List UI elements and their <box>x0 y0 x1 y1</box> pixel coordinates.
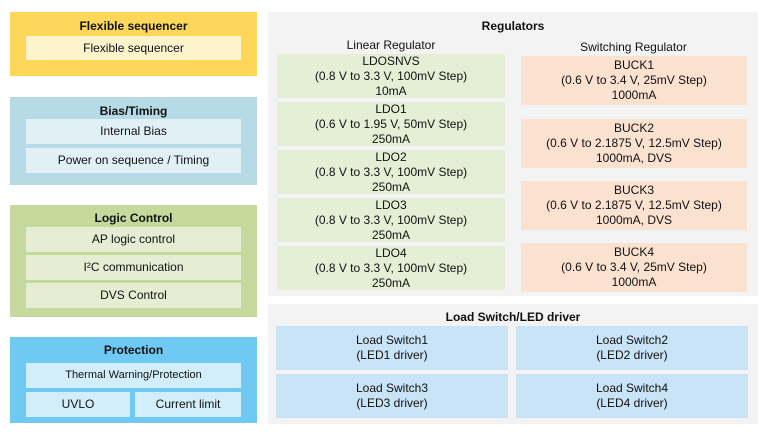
ldo-range: (0.8 V to 3.3 V, 100mV Step) <box>314 212 468 227</box>
buck-current: 1000mA <box>611 88 657 102</box>
linear-regulator-header: Linear Regulator <box>346 38 436 52</box>
thermal-warning-block: Thermal Warning/Protection <box>26 363 241 388</box>
load-switch-block-2: Load Switch2 (LED2 driver) <box>516 326 748 370</box>
load-switch-block-4: Load Switch4 (LED4 driver) <box>516 374 748 418</box>
ldo-block-ldosnvs: LDOSNVS (0.8 V to 3.3 V, 100mV Step) 10m… <box>277 54 505 98</box>
buck-range: (0.6 V to 3.4 V, 25mV Step) <box>561 260 707 274</box>
load-switch-block-3: Load Switch3 (LED3 driver) <box>276 374 508 418</box>
bias-timing-title: Bias/Timing <box>99 104 168 118</box>
load-switch-title: Load Switch/LED driver <box>445 310 581 324</box>
load-switch-sub: (LED1 driver) <box>356 348 428 362</box>
uvlo-block: UVLO <box>26 392 130 417</box>
buck-range: (0.6 V to 2.1875 V, 12.5mV Step) <box>546 198 722 212</box>
buck-name: BUCK4 <box>613 245 654 259</box>
ldo-range: (0.8 V to 3.3 V, 100mV Step) <box>314 68 468 83</box>
ldo-name: LDOSNVS <box>362 53 420 68</box>
ldo-name: LDO1 <box>375 101 407 116</box>
load-switch-name: Load Switch4 <box>595 381 669 395</box>
ldo-current: 250mA <box>371 131 411 146</box>
load-switch-panel: Load Switch/LED driver Load Switch1 (LED… <box>268 304 758 424</box>
ldo-block-ldo3: LDO3 (0.8 V to 3.3 V, 100mV Step) 250mA <box>277 198 505 242</box>
logic-control-title: Logic Control <box>94 211 173 225</box>
ldo-current: 250mA <box>371 227 411 242</box>
ldo-name: LDO4 <box>375 245 407 260</box>
buck-current: 1000mA, DVS <box>595 213 673 227</box>
current-limit-block: Current limit <box>135 392 241 417</box>
regulators-panel: Regulators Linear Regulator Switching Re… <box>268 12 758 296</box>
load-switch-name: Load Switch3 <box>355 381 429 395</box>
protection-panel: Protection Thermal Warning/Protection UV… <box>10 337 257 423</box>
internal-bias-block: Internal Bias <box>26 119 241 144</box>
buck-range: (0.6 V to 2.1875 V, 12.5mV Step) <box>546 136 722 150</box>
ldo-name: LDO3 <box>375 197 407 212</box>
ldo-range: (0.6 V to 1.95 V, 50mV Step) <box>314 116 468 131</box>
buck-name: BUCK1 <box>613 58 654 72</box>
load-switch-block-1: Load Switch1 (LED1 driver) <box>276 326 508 370</box>
ldo-block-ldo2: LDO2 (0.8 V to 3.3 V, 100mV Step) 250mA <box>277 150 505 194</box>
switching-regulator-header: Switching Regulator <box>580 40 687 54</box>
load-switch-sub: (LED4 driver) <box>596 396 668 410</box>
load-switch-sub: (LED3 driver) <box>356 396 428 410</box>
buck-current: 1000mA, DVS <box>595 151 673 165</box>
buck-name: BUCK2 <box>613 121 654 135</box>
flexible-sequencer-block: Flexible sequencer <box>26 36 241 60</box>
power-on-sequence-block: Power on sequence / Timing <box>26 148 241 173</box>
load-switch-name: Load Switch2 <box>595 333 669 347</box>
buck-range: (0.6 V to 3.4 V, 25mV Step) <box>561 73 707 87</box>
buck-current: 1000mA <box>611 275 657 289</box>
bias-timing-panel: Bias/Timing Internal Bias Power on seque… <box>10 97 257 185</box>
buck-name: BUCK3 <box>613 183 654 197</box>
protection-title: Protection <box>103 343 164 357</box>
ap-logic-control-block: AP logic control <box>26 227 241 252</box>
ldo-block-ldo1: LDO1 (0.6 V to 1.95 V, 50mV Step) 250mA <box>277 102 505 146</box>
ldo-range: (0.8 V to 3.3 V, 100mV Step) <box>314 164 468 179</box>
ldo-block-ldo4: LDO4 (0.8 V to 3.3 V, 100mV Step) 250mA <box>277 246 505 290</box>
logic-control-panel: Logic Control AP logic control I²C commu… <box>10 205 257 317</box>
ldo-name: LDO2 <box>375 149 407 164</box>
buck-block-buck3: BUCK3 (0.6 V to 2.1875 V, 12.5mV Step) 1… <box>521 181 747 230</box>
flexible-sequencer-panel: Flexible sequencer Flexible sequencer <box>10 12 257 76</box>
flexible-sequencer-title: Flexible sequencer <box>79 19 188 33</box>
ldo-range: (0.8 V to 3.3 V, 100mV Step) <box>314 260 468 275</box>
ldo-current: 250mA <box>371 179 411 194</box>
regulators-title: Regulators <box>481 19 545 33</box>
ldo-current: 10mA <box>375 83 407 98</box>
load-switch-sub: (LED2 driver) <box>596 348 668 362</box>
ldo-current: 250mA <box>371 275 411 290</box>
i2c-communication-block: I²C communication <box>26 255 241 280</box>
buck-block-buck2: BUCK2 (0.6 V to 2.1875 V, 12.5mV Step) 1… <box>521 119 747 168</box>
buck-block-buck4: BUCK4 (0.6 V to 3.4 V, 25mV Step) 1000mA <box>521 243 747 292</box>
dvs-control-block: DVS Control <box>26 283 241 308</box>
load-switch-name: Load Switch1 <box>355 333 429 347</box>
buck-block-buck1: BUCK1 (0.6 V to 3.4 V, 25mV Step) 1000mA <box>521 56 747 105</box>
